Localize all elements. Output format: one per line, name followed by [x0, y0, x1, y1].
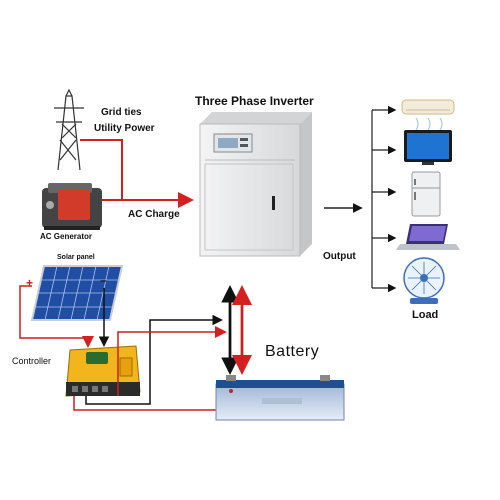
minus-terminal-label: –: [100, 273, 107, 287]
fan-icon: [403, 257, 445, 304]
plus-terminal-label: +: [26, 276, 34, 290]
output-label: Output: [323, 251, 356, 262]
battery-icon: [215, 375, 345, 421]
battery-label: Battery: [265, 343, 320, 360]
charge-controller-icon: [65, 345, 141, 397]
ac-charge-label: AC Charge: [128, 209, 180, 220]
utility-power-label: Utility Power: [94, 123, 155, 134]
ac-generator-icon: [42, 183, 102, 230]
output-bracket: [371, 105, 397, 293]
solar-panel-icon: [30, 265, 124, 321]
controller-label: Controller: [12, 356, 52, 366]
inverter-title: Three Phase Inverter: [195, 94, 314, 108]
ac-generator-label: AC Generator: [40, 232, 93, 241]
laptop-icon: [396, 224, 460, 250]
television-icon: [404, 130, 452, 165]
air-conditioner-icon: [401, 99, 455, 131]
grid-ties-label: Grid ties: [101, 107, 142, 118]
inverter-cabinet: [199, 112, 312, 257]
solar-to-controller-lines: [19, 285, 110, 348]
inverter-battery-arrows: [221, 285, 252, 375]
solar-panel-label: Solar panel: [57, 254, 95, 261]
ac-charge-line: [80, 139, 194, 208]
transmission-tower-icon: [54, 88, 84, 171]
load-label: Load: [412, 309, 439, 321]
refrigerator-icon: [411, 171, 441, 217]
